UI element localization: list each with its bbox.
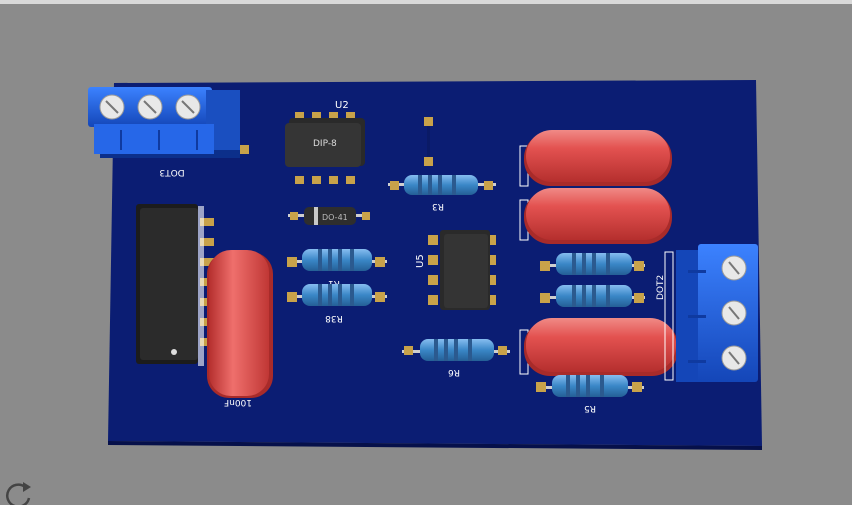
pcb-edge-shadow [108, 441, 762, 450]
label-r6: R6 [448, 367, 460, 377]
pad [424, 157, 433, 166]
diode-do41: DO-41 [288, 207, 370, 225]
resistor-r1: R1 [287, 249, 387, 288]
terminal-block-dot2: DOT2 [656, 244, 758, 382]
resistor-r3: R3 [388, 175, 496, 211]
capacitor-top-2 [519, 188, 672, 244]
viewport-top-edge [0, 0, 852, 4]
resistor-r38: R38 [287, 284, 387, 323]
pad [240, 145, 249, 154]
label-100nf: 100nF [224, 397, 252, 407]
label-u5: U5 [415, 254, 426, 268]
label-r5: R5 [584, 403, 596, 413]
label-dot3: DOT3 [159, 167, 184, 177]
reload-icon[interactable] [3, 480, 35, 505]
label-r3: R3 [432, 201, 444, 211]
capacitor-bottom [519, 318, 678, 376]
ic-left-dip14 [136, 204, 214, 366]
resistor-right-1 [540, 253, 645, 275]
label-r1: R1 [328, 278, 340, 288]
capacitor-100nf: 100nF [207, 250, 273, 407]
ic-u5: U5 [415, 230, 496, 310]
label-dip8: DIP-8 [313, 139, 337, 149]
pad [424, 117, 433, 126]
resistor-right-2 [540, 285, 645, 307]
label-diode: DO-41 [322, 213, 348, 222]
resistor-r6: R6 [402, 339, 510, 377]
capacitor-top-1 [519, 130, 672, 187]
label-u2: U2 [335, 100, 349, 111]
label-dot2: DOT2 [656, 275, 666, 300]
terminal-block-dot3 [88, 87, 240, 158]
label-r38: R38 [325, 313, 343, 323]
ic-u2-dip8: U2 DIP-8 [285, 100, 365, 184]
resistor-r5: R5 [536, 375, 644, 413]
